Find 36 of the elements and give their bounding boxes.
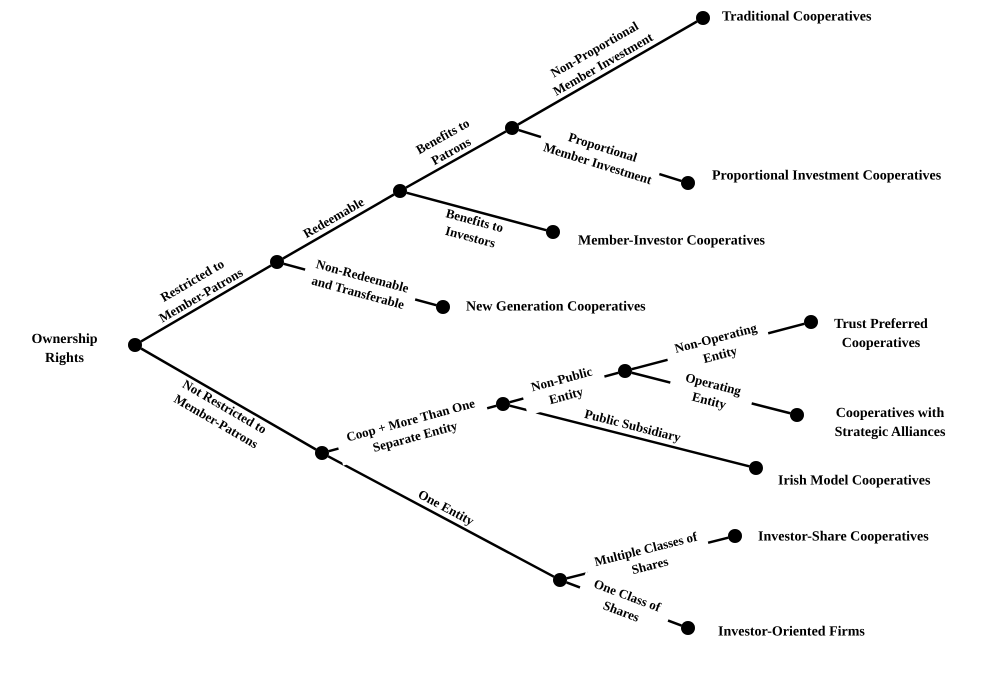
branch-dot bbox=[790, 408, 804, 422]
branch-dot bbox=[436, 300, 450, 314]
outcome-label: New Generation Cooperatives bbox=[466, 298, 646, 317]
branch-dot bbox=[496, 397, 510, 411]
branch-line bbox=[140, 264, 272, 343]
branch-dot bbox=[270, 255, 284, 269]
branch-dot bbox=[681, 176, 695, 190]
outcome-label: Member-Investor Cooperatives bbox=[578, 232, 766, 251]
outcome-label: Ownership Rights bbox=[30, 331, 99, 368]
branch-line bbox=[517, 20, 698, 126]
outcome-label: Proportional Investment Cooperatives bbox=[712, 168, 942, 186]
edge-label: Benefits to Investors bbox=[442, 204, 506, 252]
branch-line bbox=[140, 347, 317, 451]
branch-dot bbox=[546, 225, 560, 239]
outcome-label: Investor-Oriented Firms bbox=[718, 624, 865, 642]
branch-dot bbox=[681, 621, 695, 635]
branch-dot bbox=[696, 11, 710, 25]
branch-line bbox=[509, 404, 750, 468]
branch-line bbox=[405, 130, 507, 189]
branch-line bbox=[406, 192, 547, 232]
branch-dot bbox=[315, 446, 329, 460]
outcome-label: Traditional Cooperatives bbox=[722, 8, 872, 27]
branch-dot bbox=[393, 184, 407, 198]
outcome-label: Investor-Share Cooperatives bbox=[758, 528, 929, 547]
branch-dot bbox=[128, 338, 142, 352]
branch-dot bbox=[553, 573, 567, 587]
outcome-label: Cooperatives with Strategic Alliances bbox=[834, 405, 946, 442]
branch-dot bbox=[728, 529, 742, 543]
branch-dot bbox=[618, 364, 632, 378]
outcome-label: Trust Preferred Cooperatives bbox=[833, 316, 929, 353]
branch-line bbox=[328, 455, 554, 578]
branch-dot bbox=[749, 461, 763, 475]
branch-dot bbox=[804, 315, 818, 329]
branch-dot bbox=[505, 121, 519, 135]
outcome-label: Irish Model Cooperatives bbox=[778, 472, 930, 491]
branch-line bbox=[282, 193, 395, 260]
